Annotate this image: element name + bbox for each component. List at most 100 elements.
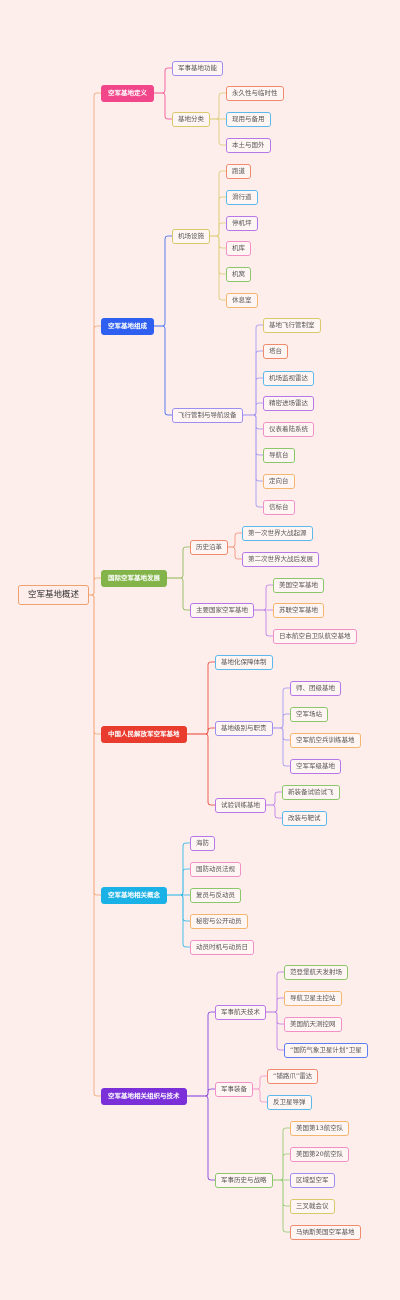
branch-0-topic-1-item-0-label: 永久性与临时性: [232, 88, 278, 97]
branch-3-topic-0[interactable]: 基地化保障体制: [215, 654, 273, 670]
branch-3[interactable]: 中国人民解放军空军基地: [101, 725, 187, 743]
branch-4-topic-1-label: 国防动员法规: [196, 864, 235, 873]
branch-2[interactable]: 国际空军基地发展: [101, 569, 167, 587]
branch-1-topic-1-item-6[interactable]: 定向台: [263, 473, 295, 489]
branch-0-topic-0-label: 军事基地功能: [178, 63, 217, 72]
branch-0-topic-1[interactable]: 基地分类: [172, 111, 210, 127]
branch-1-topic-0-label: 机场设施: [178, 231, 204, 240]
branch-2-topic-0-item-0[interactable]: 第一次世界大战起源: [242, 525, 313, 541]
branch-3-topic-0-label: 基地化保障体制: [221, 657, 267, 666]
branch-2-topic-1-item-2[interactable]: 日本航空自卫队航空基地: [273, 628, 357, 644]
branch-0[interactable]: 空军基地定义: [101, 84, 154, 102]
branch-1-topic-1-item-7-label: 信标台: [269, 502, 289, 511]
edge-topic-1-0-item-1: [210, 196, 226, 237]
branch-5-topic-0[interactable]: 军事航天技术: [215, 1004, 266, 1020]
branch-3-topic-1-item-1-label: 空军场站: [296, 709, 322, 718]
branch-3-topic-2[interactable]: 试验训练基地: [215, 797, 266, 813]
branch-3-label: 中国人民解放军空军基地: [108, 729, 180, 738]
branch-1-topic-1-item-3[interactable]: 精密进场雷达: [263, 395, 314, 411]
root-node[interactable]: 空军基地概述: [18, 585, 90, 605]
edge-topic-3-1-item-3: [273, 727, 290, 767]
branch-5-topic-2-item-0[interactable]: 美国第13航空队: [290, 1120, 350, 1136]
branch-2-topic-0-item-1[interactable]: 第二次世界大战后发展: [242, 551, 319, 567]
branch-0-topic-0[interactable]: 军事基地功能: [172, 60, 223, 76]
branch-4-topic-4[interactable]: 动员时机与动员日: [190, 939, 254, 955]
branch-1[interactable]: 空军基地组成: [101, 317, 154, 335]
branch-4-topic-1[interactable]: 国防动员法规: [190, 861, 241, 877]
branch-2-topic-1-item-0[interactable]: 美国空军基地: [273, 577, 324, 593]
branch-4[interactable]: 空军基地相关概念: [101, 886, 167, 904]
branch-5-topic-0-item-1-label: 导航卫星主控站: [290, 993, 336, 1002]
branch-2-topic-0[interactable]: 历史沿革: [190, 539, 228, 555]
branch-1-topic-1-item-5[interactable]: 导航台: [263, 447, 295, 463]
branch-5-topic-2[interactable]: 军事历史与战略: [215, 1172, 273, 1188]
branch-1-topic-0-item-4[interactable]: 机窝: [226, 266, 251, 282]
branch-5-topic-2-item-2[interactable]: 区域型空军: [290, 1172, 335, 1188]
branch-5-topic-0-item-2-label: 美国航天测控网: [290, 1019, 336, 1028]
branch-2-topic-0-item-0-label: 第一次世界大战起源: [248, 528, 307, 537]
branch-3-topic-1-item-3-label: 空军军级基地: [296, 761, 335, 770]
branch-0-topic-1-item-1[interactable]: 现用与备用: [226, 111, 271, 127]
branch-1-topic-0-item-1[interactable]: 滑行道: [226, 189, 258, 205]
branch-0-topic-1-item-2-label: 本土与国外: [232, 140, 265, 149]
branch-5[interactable]: 空军基地相关组织与技术: [101, 1087, 187, 1105]
edge-topic-1-1-item-5: [243, 414, 263, 456]
edge-topic-5-0-item-3: [266, 1011, 284, 1051]
branch-1-topic-1[interactable]: 飞行管制与导航设备: [172, 407, 243, 423]
edge-topic-3-2-item-0: [266, 791, 282, 806]
branch-5-topic-1[interactable]: 军事装备: [215, 1081, 253, 1097]
branch-1-topic-0-item-3[interactable]: 机库: [226, 240, 251, 256]
branch-3-topic-2-item-0[interactable]: 新装备试验试飞: [282, 784, 340, 800]
branch-5-topic-2-item-1[interactable]: 美国第20航空队: [290, 1146, 350, 1162]
edge-branch-5-topic-2: [187, 1095, 215, 1181]
edge-topic-5-0-item-0: [266, 971, 284, 1013]
branch-2-topic-1-item-0-label: 美国空军基地: [279, 580, 318, 589]
branch-1-topic-1-item-0[interactable]: 基地飞行管制室: [263, 317, 321, 333]
branch-1-topic-1-item-1[interactable]: 塔台: [263, 343, 288, 359]
branch-1-topic-1-item-4[interactable]: 仪表着陆系统: [263, 421, 314, 437]
branch-3-topic-1-item-1[interactable]: 空军场站: [290, 706, 328, 722]
branch-5-topic-0-item-0[interactable]: 范登堡航天发射场: [284, 964, 348, 980]
branch-4-topic-3[interactable]: 秘密与公开动员: [190, 913, 248, 929]
branch-3-topic-2-item-1[interactable]: 改装与靶试: [282, 810, 327, 826]
branch-1-topic-0-item-5[interactable]: 休息室: [226, 292, 258, 308]
branch-1-topic-0-item-2-label: 停机坪: [232, 218, 252, 227]
edge-branch-2-topic-1: [167, 577, 190, 611]
branch-5-topic-1-item-1[interactable]: 反卫星导弹: [267, 1094, 312, 1110]
branch-5-topic-2-item-4[interactable]: 马纳斯美国空军基地: [290, 1224, 361, 1240]
branch-4-topic-0[interactable]: 海防: [190, 835, 215, 851]
edge-branch-4-topic-4: [167, 894, 190, 948]
edge-topic-1-0-item-0: [210, 170, 226, 237]
edge-root-branch-1: [89, 325, 101, 596]
branch-5-topic-1-item-0[interactable]: “铺路爪”雷达: [267, 1068, 319, 1084]
branch-2-topic-1-item-1[interactable]: 苏联空军基地: [273, 602, 324, 618]
branch-2-topic-1[interactable]: 主要国家空军基地: [190, 602, 254, 618]
branch-1-topic-0-item-2[interactable]: 停机坪: [226, 215, 258, 231]
branch-3-topic-1[interactable]: 基地级别与职责: [215, 720, 273, 736]
branch-5-topic-2-label: 军事历史与战略: [221, 1175, 267, 1184]
edge-topic-5-0-item-2: [266, 1011, 284, 1025]
branch-5-topic-0-item-1[interactable]: 导航卫星主控站: [284, 990, 342, 1006]
branch-3-topic-1-item-0[interactable]: 师、团级基地: [290, 680, 341, 696]
branch-1-topic-0[interactable]: 机场设施: [172, 228, 210, 244]
edge-branch-1-topic-0: [154, 235, 172, 327]
edge-topic-3-2-item-1: [266, 804, 282, 819]
branch-3-topic-1-item-3[interactable]: 空军军级基地: [290, 758, 341, 774]
branch-5-topic-0-item-2[interactable]: 美国航天测控网: [284, 1016, 342, 1032]
branch-1-topic-1-item-7[interactable]: 信标台: [263, 499, 295, 515]
branch-4-topic-4-label: 动员时机与动员日: [196, 942, 248, 951]
branch-4-topic-2[interactable]: 复员与反动员: [190, 887, 241, 903]
edge-topic-3-1-item-0: [273, 687, 290, 729]
branch-0-topic-1-item-0[interactable]: 永久性与临时性: [226, 85, 284, 101]
edge-root-branch-3: [89, 594, 101, 735]
branch-1-topic-0-item-0[interactable]: 跑道: [226, 163, 251, 179]
branch-5-topic-2-item-3[interactable]: 三叉戟会议: [290, 1198, 335, 1214]
branch-5-topic-0-item-3-label: “国防气象卫星计划”卫星: [290, 1045, 362, 1054]
branch-1-topic-1-item-6-label: 定向台: [269, 476, 289, 485]
branch-1-topic-1-item-2[interactable]: 机场监视雷达: [263, 370, 314, 386]
branch-5-topic-0-item-3[interactable]: “国防气象卫星计划”卫星: [284, 1042, 368, 1058]
branch-3-topic-1-item-2[interactable]: 空军航空兵训练基地: [290, 732, 361, 748]
branch-0-topic-1-item-2[interactable]: 本土与国外: [226, 137, 271, 153]
edge-branch-5-topic-1: [187, 1088, 215, 1097]
